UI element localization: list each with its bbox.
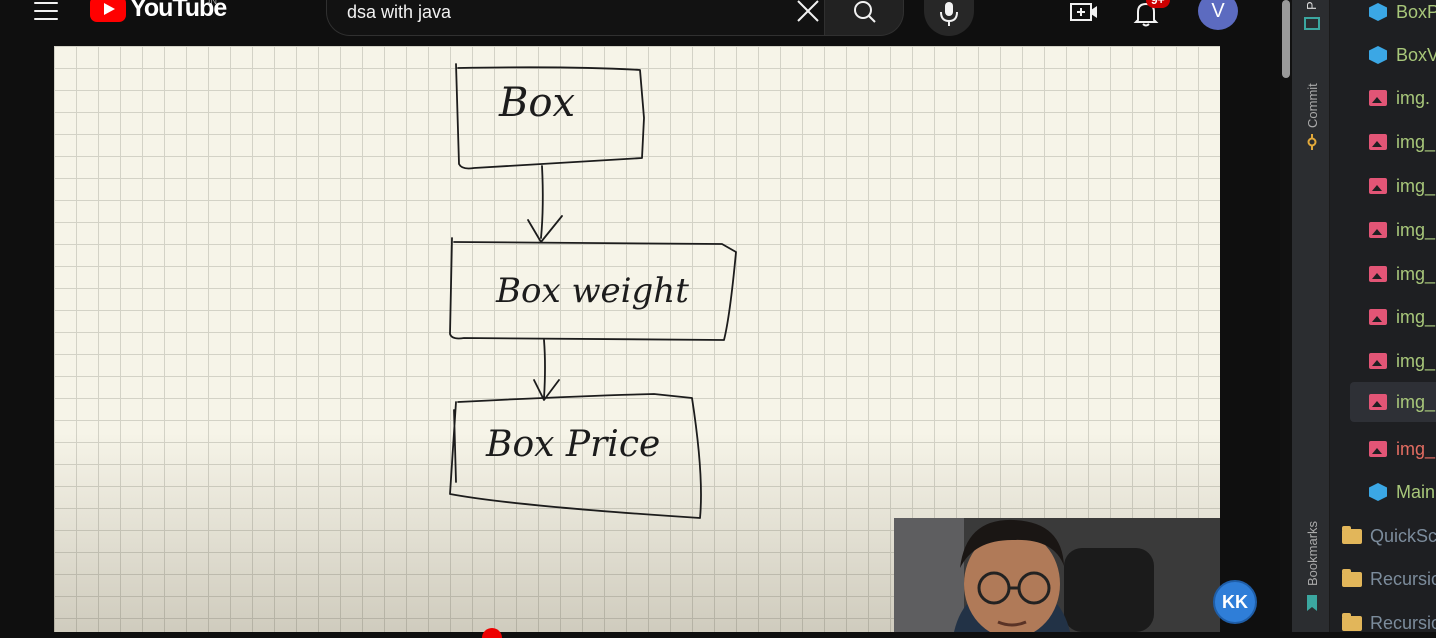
microphone-icon bbox=[940, 2, 958, 26]
hamburger-menu-icon[interactable] bbox=[32, 0, 60, 26]
youtube-play-icon bbox=[90, 0, 126, 22]
image-icon bbox=[1368, 132, 1388, 152]
connector-arrow bbox=[533, 339, 560, 401]
image-icon bbox=[1368, 439, 1388, 459]
tree-item-label: img_ bbox=[1396, 219, 1436, 240]
image-icon bbox=[1368, 176, 1388, 196]
tree-item-selected[interactable]: img_ bbox=[1350, 382, 1436, 422]
folder-icon bbox=[1342, 525, 1362, 546]
bookmark-icon[interactable] bbox=[1306, 594, 1318, 612]
image-icon bbox=[1368, 264, 1388, 284]
class-icon bbox=[1368, 2, 1388, 22]
youtube-window: YouTube IN dsa with java 9+ V bbox=[0, 0, 1290, 638]
tree-item[interactable]: BoxV bbox=[1368, 35, 1436, 75]
account-avatar[interactable]: V bbox=[1198, 0, 1238, 30]
connector-arrow bbox=[527, 165, 563, 243]
youtube-logo[interactable]: YouTube bbox=[90, 0, 227, 23]
commit-tool-label[interactable]: Commit bbox=[1305, 83, 1320, 128]
folder-icon bbox=[1342, 568, 1362, 589]
tree-item[interactable]: img_ bbox=[1368, 210, 1436, 250]
tree-item-label: img_ bbox=[1396, 131, 1436, 152]
tree-item[interactable]: img_ bbox=[1368, 122, 1436, 162]
search-box[interactable]: dsa with java bbox=[326, 0, 826, 36]
project-tree: BoxP BoxV img. img_ img_ img_ img_ img_ … bbox=[1330, 0, 1436, 632]
tree-item[interactable]: img_ bbox=[1368, 429, 1436, 469]
youtube-masthead: YouTube IN dsa with java 9+ V bbox=[0, 0, 1280, 46]
logo-text: YouTube bbox=[130, 0, 227, 22]
tree-item[interactable]: img_ bbox=[1368, 254, 1436, 294]
tree-item-label: BoxP bbox=[1396, 1, 1436, 22]
tree-item[interactable]: BoxP bbox=[1368, 0, 1436, 32]
notifications-badge: 9+ bbox=[1146, 0, 1170, 8]
tree-item-label: img_ bbox=[1396, 306, 1436, 327]
tree-item[interactable]: img. bbox=[1368, 78, 1436, 118]
class-icon bbox=[1368, 45, 1388, 65]
whiteboard-drawing: Box Box weight Box Price bbox=[449, 63, 737, 519]
webcam-overlay bbox=[894, 518, 1220, 632]
image-icon bbox=[1368, 220, 1388, 240]
tree-item-label: img_ bbox=[1396, 391, 1436, 412]
tree-item[interactable]: img_ bbox=[1368, 166, 1436, 206]
tree-item-label: Main bbox=[1396, 481, 1436, 502]
tree-item-label: Recursio bbox=[1370, 568, 1436, 589]
tool-window-strip: P Commit Bookmarks bbox=[1292, 0, 1330, 632]
box-weight-outline bbox=[449, 237, 737, 341]
image-icon bbox=[1368, 88, 1388, 108]
tree-item-label: BoxV bbox=[1396, 44, 1436, 65]
tree-item[interactable]: img_ bbox=[1368, 297, 1436, 337]
presenter-image bbox=[894, 518, 1220, 632]
image-icon bbox=[1368, 392, 1388, 412]
ide-project-panel: P Commit Bookmarks BoxP BoxV img. img_ i… bbox=[1292, 0, 1436, 632]
project-tool-label[interactable]: P bbox=[1304, 1, 1319, 10]
folder-icon bbox=[1342, 612, 1362, 632]
tree-item-label: Recursio bbox=[1370, 612, 1436, 633]
search-input[interactable]: dsa with java bbox=[347, 2, 452, 22]
voice-search-button[interactable] bbox=[924, 0, 974, 36]
box-price-outline bbox=[449, 393, 702, 519]
search-icon bbox=[854, 1, 876, 23]
page-scrollbar[interactable] bbox=[1280, 0, 1292, 632]
country-code: IN bbox=[208, 0, 217, 6]
image-icon bbox=[1368, 307, 1388, 327]
create-video-icon[interactable] bbox=[1068, 0, 1100, 26]
kk-overlay-icon[interactable]: KK bbox=[1213, 580, 1257, 624]
scrollbar-thumb[interactable] bbox=[1282, 0, 1290, 78]
tree-item-label: img_ bbox=[1396, 175, 1436, 196]
tree-item-label: img_ bbox=[1396, 350, 1436, 371]
tree-item[interactable]: Main bbox=[1368, 472, 1436, 512]
tree-item[interactable]: Recursio bbox=[1342, 603, 1436, 632]
tree-item-label: img_ bbox=[1396, 438, 1436, 459]
tree-item[interactable]: QuickSc bbox=[1342, 516, 1436, 556]
project-icon[interactable] bbox=[1304, 16, 1320, 32]
tree-item-label: img. bbox=[1396, 87, 1431, 108]
tree-item[interactable]: Recursio bbox=[1342, 559, 1436, 599]
bookmarks-tool-label[interactable]: Bookmarks bbox=[1305, 520, 1320, 586]
box-outline bbox=[455, 63, 645, 170]
tree-item-label: QuickSc bbox=[1370, 525, 1436, 546]
commit-icon[interactable] bbox=[1306, 134, 1318, 150]
tree-item-label: img_ bbox=[1396, 263, 1436, 284]
search-button[interactable] bbox=[824, 0, 904, 36]
box-label: Box bbox=[498, 80, 575, 126]
box-price-label: Box Price bbox=[485, 424, 660, 465]
clear-search-icon[interactable] bbox=[795, 0, 821, 24]
box-weight-label: Box weight bbox=[495, 271, 689, 311]
image-icon bbox=[1368, 351, 1388, 371]
tree-item[interactable]: img_ bbox=[1368, 341, 1436, 381]
class-icon bbox=[1368, 482, 1388, 502]
